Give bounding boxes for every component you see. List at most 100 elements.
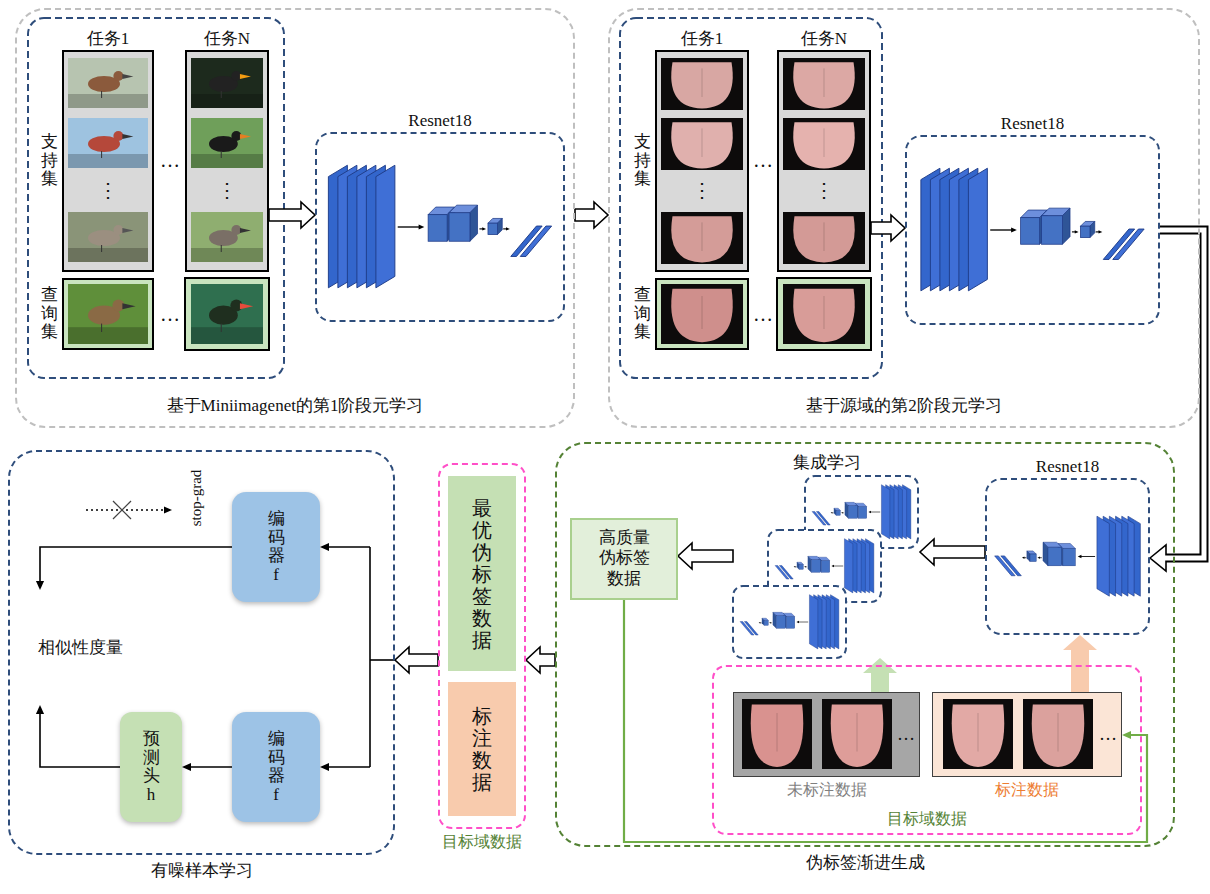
illustration-part bbox=[113, 131, 123, 141]
flow-arrow-part bbox=[1150, 545, 1166, 571]
illustration-part bbox=[328, 766, 370, 768]
illustration-part bbox=[793, 289, 855, 342]
illustration-part bbox=[221, 91, 222, 98]
flow-arrow bbox=[871, 215, 905, 241]
signal-arrow bbox=[182, 763, 232, 771]
illustration-part bbox=[68, 58, 148, 108]
illustration-part bbox=[793, 62, 855, 108]
ellipsis-mark: … bbox=[160, 302, 180, 326]
signal-arrow-part bbox=[182, 763, 191, 771]
illustration-part bbox=[419, 224, 425, 229]
bird-photo bbox=[68, 284, 148, 344]
node-text: 集成学习 bbox=[793, 453, 861, 473]
illustration-part bbox=[40, 547, 232, 582]
node-text: 预测头h bbox=[143, 730, 160, 805]
flow-arrow bbox=[575, 202, 608, 228]
tongue-photo bbox=[661, 284, 743, 344]
task-group-outline bbox=[620, 18, 882, 378]
illustration-part bbox=[1043, 542, 1048, 566]
illustration-part bbox=[769, 622, 771, 624]
illustration-part bbox=[783, 212, 865, 264]
node-text: 最优伪标签数据 bbox=[472, 497, 492, 651]
ensemble-member-box bbox=[733, 586, 846, 658]
node-text: 任务1 bbox=[681, 29, 724, 49]
node-text: 基于源域的第2阶段元学习 bbox=[806, 396, 1002, 416]
illustration-part bbox=[943, 699, 1013, 769]
illustration-part bbox=[68, 284, 148, 344]
illustration-part bbox=[488, 223, 498, 234]
illustration-part bbox=[68, 212, 148, 262]
illustration-part bbox=[794, 566, 796, 568]
illustration-part bbox=[1099, 230, 1103, 233]
labeled-data-box: 标注数据 bbox=[932, 692, 1122, 777]
illustration-part bbox=[113, 225, 123, 235]
ensemble-group: 集成学习 bbox=[733, 476, 920, 658]
set-background bbox=[932, 692, 1122, 777]
illustration-part bbox=[86, 509, 165, 510]
illustration-part bbox=[1022, 557, 1024, 559]
tongue-photo bbox=[783, 58, 865, 110]
illustration-part bbox=[221, 245, 222, 252]
node-text: 目标域数据 bbox=[442, 832, 522, 851]
illustration-part bbox=[671, 289, 733, 342]
illustration-part bbox=[506, 227, 510, 230]
illustration-part bbox=[776, 616, 785, 629]
input-arrow bbox=[1063, 635, 1097, 692]
set-background bbox=[185, 50, 269, 272]
illustration-part bbox=[191, 212, 263, 262]
node-text: 任务1 bbox=[87, 29, 130, 49]
illustration-part bbox=[995, 516, 1141, 596]
illustration-part bbox=[1058, 713, 1059, 752]
set-background bbox=[777, 50, 871, 272]
illustration-part bbox=[1021, 218, 1040, 245]
illustration-part bbox=[990, 229, 1012, 230]
tongue-photo bbox=[1023, 699, 1093, 769]
illustration-part bbox=[742, 699, 812, 769]
illustration-part bbox=[799, 622, 809, 623]
bird-photo bbox=[191, 284, 263, 344]
network-box: Resnet18 bbox=[985, 478, 1150, 635]
illustration-part bbox=[1090, 221, 1095, 237]
illustration-part bbox=[68, 327, 148, 344]
node-text: 查询集 bbox=[634, 286, 651, 342]
illustration-part bbox=[702, 68, 703, 97]
tongue-photo bbox=[943, 699, 1013, 769]
illustration-part bbox=[369, 547, 371, 767]
node-text: 高质量伪标签数据 bbox=[599, 528, 650, 589]
illustration-part bbox=[836, 510, 840, 515]
illustration-part bbox=[857, 713, 858, 752]
illustration-part bbox=[793, 216, 855, 262]
annotation-text: 相似性度量 bbox=[38, 638, 55, 658]
illustration-part bbox=[191, 154, 263, 168]
node-text: 标注数据 bbox=[472, 705, 492, 793]
ellipsis-mark: … bbox=[1099, 724, 1117, 746]
illustration-part bbox=[821, 561, 829, 573]
illustration-part bbox=[122, 228, 133, 233]
node-text: 支持集 bbox=[41, 133, 58, 189]
illustration-part bbox=[1063, 548, 1075, 565]
illustration-part bbox=[702, 128, 703, 157]
ellipsis-mark: … bbox=[753, 148, 773, 172]
tongue-photo bbox=[822, 699, 892, 769]
ellipsis-mark: … bbox=[897, 724, 915, 746]
support-set: 任务1支持集 bbox=[62, 50, 154, 272]
pseudo-label-box: 高质量伪标签数据 bbox=[570, 518, 678, 600]
illustration-part bbox=[1080, 226, 1090, 237]
set-background bbox=[655, 278, 749, 350]
illustration-part bbox=[101, 151, 102, 158]
node-text: 目标域数据 bbox=[887, 809, 967, 828]
illustration-part bbox=[783, 58, 865, 110]
illustration-part bbox=[191, 284, 263, 344]
node-text: 任务N bbox=[801, 29, 847, 49]
encoder-box: 编码器f bbox=[232, 492, 320, 602]
illustration-part bbox=[1027, 551, 1030, 562]
node-text: 编码器f bbox=[268, 510, 285, 585]
illustration-part bbox=[804, 566, 806, 568]
illustration-part bbox=[809, 595, 817, 649]
network-box: Resnet18 bbox=[315, 132, 565, 322]
node-text: 未标注数据 bbox=[787, 780, 867, 799]
illustration-part bbox=[811, 560, 820, 573]
flow-arrow-part bbox=[269, 202, 315, 228]
network-illustration bbox=[775, 539, 874, 593]
node-text: Resnet18 bbox=[1001, 114, 1064, 134]
